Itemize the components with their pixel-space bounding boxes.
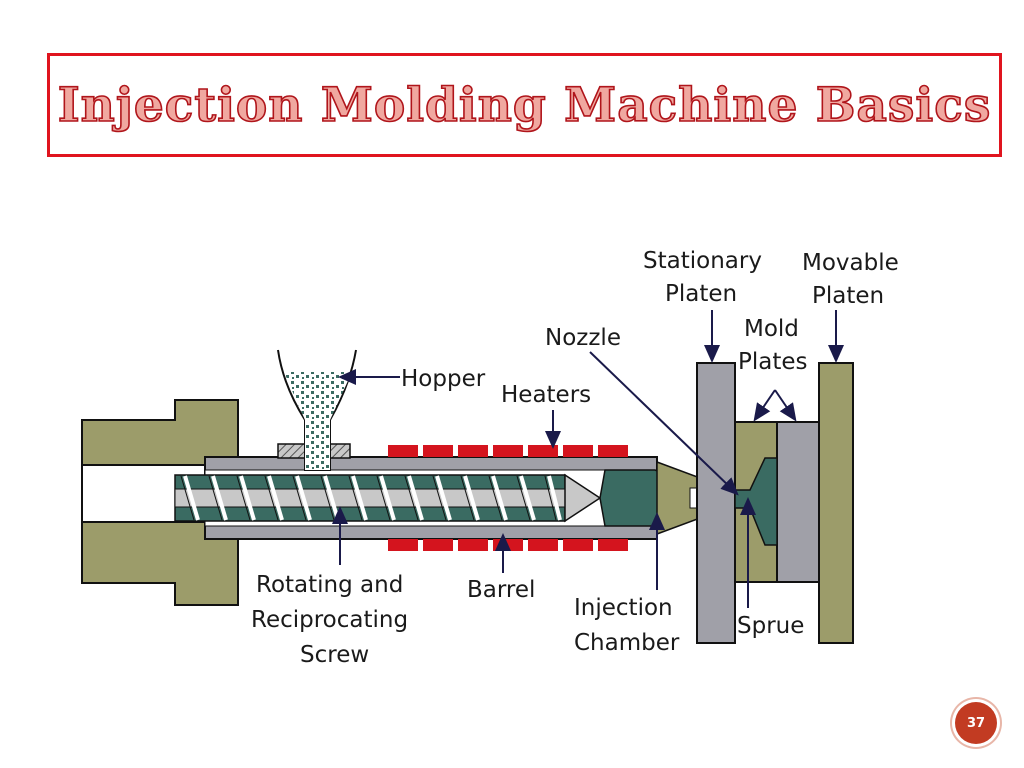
label-hopper: Hopper <box>401 366 486 392</box>
mold-plates-arrow-1 <box>753 389 776 422</box>
nozzle-arrow <box>589 351 739 496</box>
label-stationary-platen-1: Stationary <box>643 248 762 274</box>
label-barrel: Barrel <box>467 577 535 603</box>
slide-title: Injection Molding Machine Basics <box>57 77 992 134</box>
movable-platen <box>818 362 854 644</box>
label-stationary-platen-2: Platen <box>665 281 737 307</box>
page-number-badge: 37 <box>955 702 997 744</box>
label-sprue: Sprue <box>737 613 804 639</box>
heaters-bottom <box>388 539 628 551</box>
label-screw-1: Rotating and <box>256 572 403 598</box>
labels: Stationary Platen Movable Platen Mold Pl… <box>251 248 899 668</box>
label-nozzle: Nozzle <box>545 325 621 351</box>
label-heaters: Heaters <box>501 382 591 408</box>
mold-plates-arrow-2 <box>774 389 797 422</box>
label-injection-chamber-1: Injection <box>574 595 673 621</box>
stationary-platen <box>696 362 736 644</box>
label-movable-platen-1: Movable <box>802 250 899 276</box>
title-box: Injection Molding Machine Basics <box>47 53 1002 157</box>
leader-lines <box>332 310 844 608</box>
heaters-top <box>388 445 628 457</box>
page-number: 37 <box>966 715 986 731</box>
screw <box>174 473 602 523</box>
label-screw-2: Reciprocating <box>251 607 408 633</box>
label-mold-plates-2: Plates <box>738 349 808 375</box>
label-injection-chamber-2: Chamber <box>574 630 680 656</box>
label-mold-plates-1: Mold <box>744 316 799 342</box>
label-screw-3: Screw <box>300 642 369 668</box>
label-movable-platen-2: Platen <box>812 283 884 309</box>
